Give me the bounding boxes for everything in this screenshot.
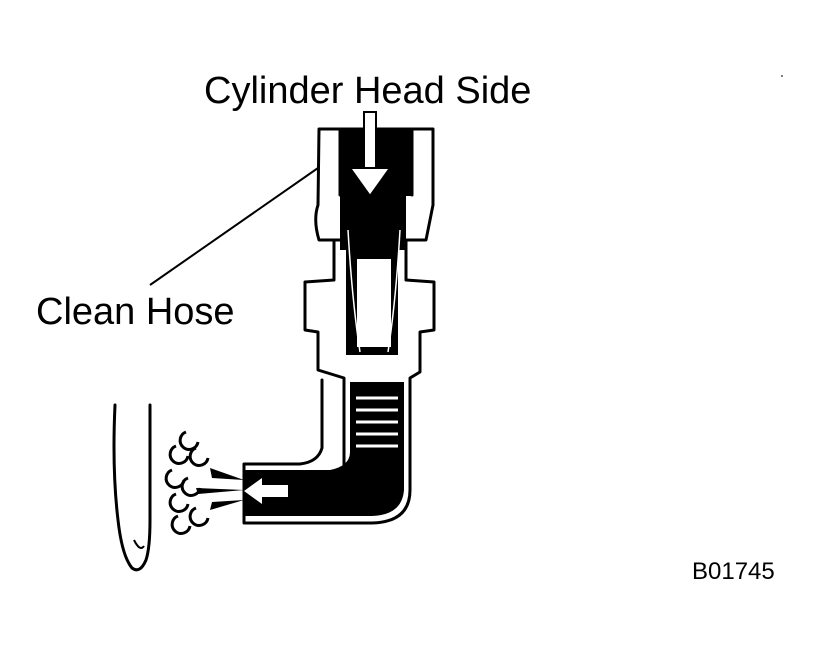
finger bbox=[112, 403, 152, 572]
elbow-channel bbox=[244, 452, 404, 516]
arrow-left-icon bbox=[244, 478, 288, 504]
air-puffs bbox=[164, 430, 210, 535]
arrow-down-icon bbox=[348, 111, 392, 198]
spring bbox=[356, 396, 398, 448]
hose-outline bbox=[314, 127, 435, 242]
valve-seat bbox=[340, 188, 412, 196]
lower-chamber bbox=[350, 382, 404, 452]
cylinder-head-side-label: Cylinder Head Side bbox=[204, 70, 532, 112]
clean-hose-label: Clean Hose bbox=[36, 291, 235, 333]
plunger bbox=[355, 257, 393, 349]
figure-code: B01745 bbox=[692, 558, 775, 585]
valve-body-outline bbox=[303, 238, 436, 470]
clean-hose-leader bbox=[149, 167, 319, 286]
spray bbox=[196, 468, 244, 510]
